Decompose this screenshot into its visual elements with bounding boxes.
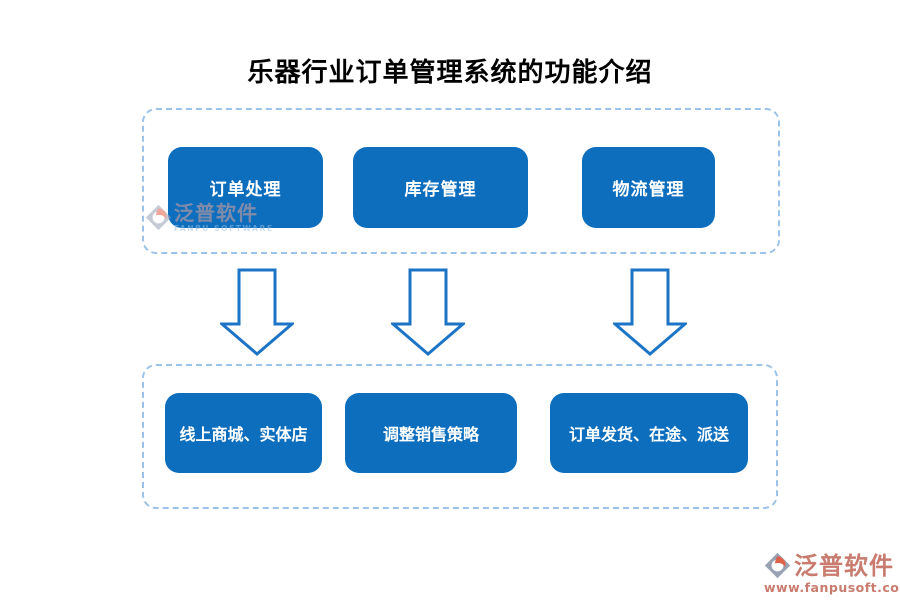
node-order-processing: 订单处理 bbox=[168, 147, 323, 228]
down-arrow-icon bbox=[391, 268, 465, 356]
node-inventory-management: 库存管理 bbox=[353, 147, 528, 228]
fanpu-logo-icon bbox=[764, 552, 791, 579]
node-adjust-sales-strategy: 调整销售策略 bbox=[345, 393, 517, 473]
node-online-mall-physical-store: 线上商城、实体店 bbox=[165, 393, 322, 473]
footer-brand-url: www.fanpusoft.com bbox=[764, 580, 900, 595]
bottom-group-frame bbox=[142, 364, 778, 509]
top-group-frame bbox=[142, 108, 780, 254]
page-title: 乐器行业订单管理系统的功能介绍 bbox=[247, 58, 653, 88]
down-arrow-icon bbox=[613, 268, 687, 356]
footer-brand-text: 泛普软件 bbox=[794, 551, 894, 580]
node-logistics-management: 物流管理 bbox=[582, 147, 715, 228]
footer-brand-logo: 泛普软件 www.fanpusoft.com bbox=[764, 551, 900, 596]
node-order-shipping-transit-delivery: 订单发货、在途、派送 bbox=[550, 393, 748, 473]
down-arrow-icon bbox=[220, 268, 294, 356]
